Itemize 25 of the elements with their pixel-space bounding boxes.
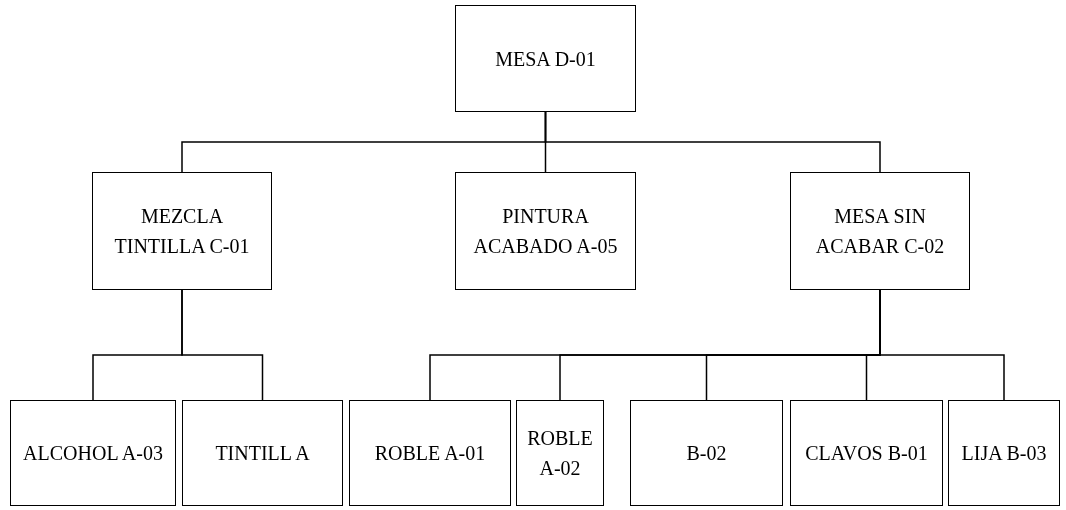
component-label: PINTURA ACABADO A-05 xyxy=(472,204,619,259)
component-label: LIJA B-03 xyxy=(961,441,1047,466)
component-label: MESA D-01 xyxy=(495,46,596,72)
component-label: ROBLE A-01 xyxy=(374,441,486,466)
component-box xyxy=(790,400,943,506)
component-box xyxy=(790,172,970,290)
component-label: MESA SIN ACABAR C-02 xyxy=(814,204,946,259)
component-box xyxy=(630,400,783,506)
component-box xyxy=(10,400,176,506)
component-label: B-02 xyxy=(686,441,727,466)
component-label: ALCOHOL A-03 xyxy=(23,441,163,466)
component-box xyxy=(92,172,272,290)
component-box xyxy=(182,400,343,506)
component-box xyxy=(516,400,604,506)
component-box xyxy=(349,400,511,506)
component-label: TINTILL A xyxy=(215,441,310,466)
connector-line xyxy=(879,289,1005,401)
component-label: ROBLE A-02 xyxy=(526,426,594,481)
connector-line xyxy=(181,289,264,401)
component-box xyxy=(948,400,1060,506)
component-box xyxy=(455,5,636,112)
connector-line xyxy=(544,111,881,173)
component-label: MEZCLA TINTILLA C-01 xyxy=(113,204,251,259)
component-label: CLAVOS B-01 xyxy=(805,441,928,466)
component-box xyxy=(455,172,636,290)
